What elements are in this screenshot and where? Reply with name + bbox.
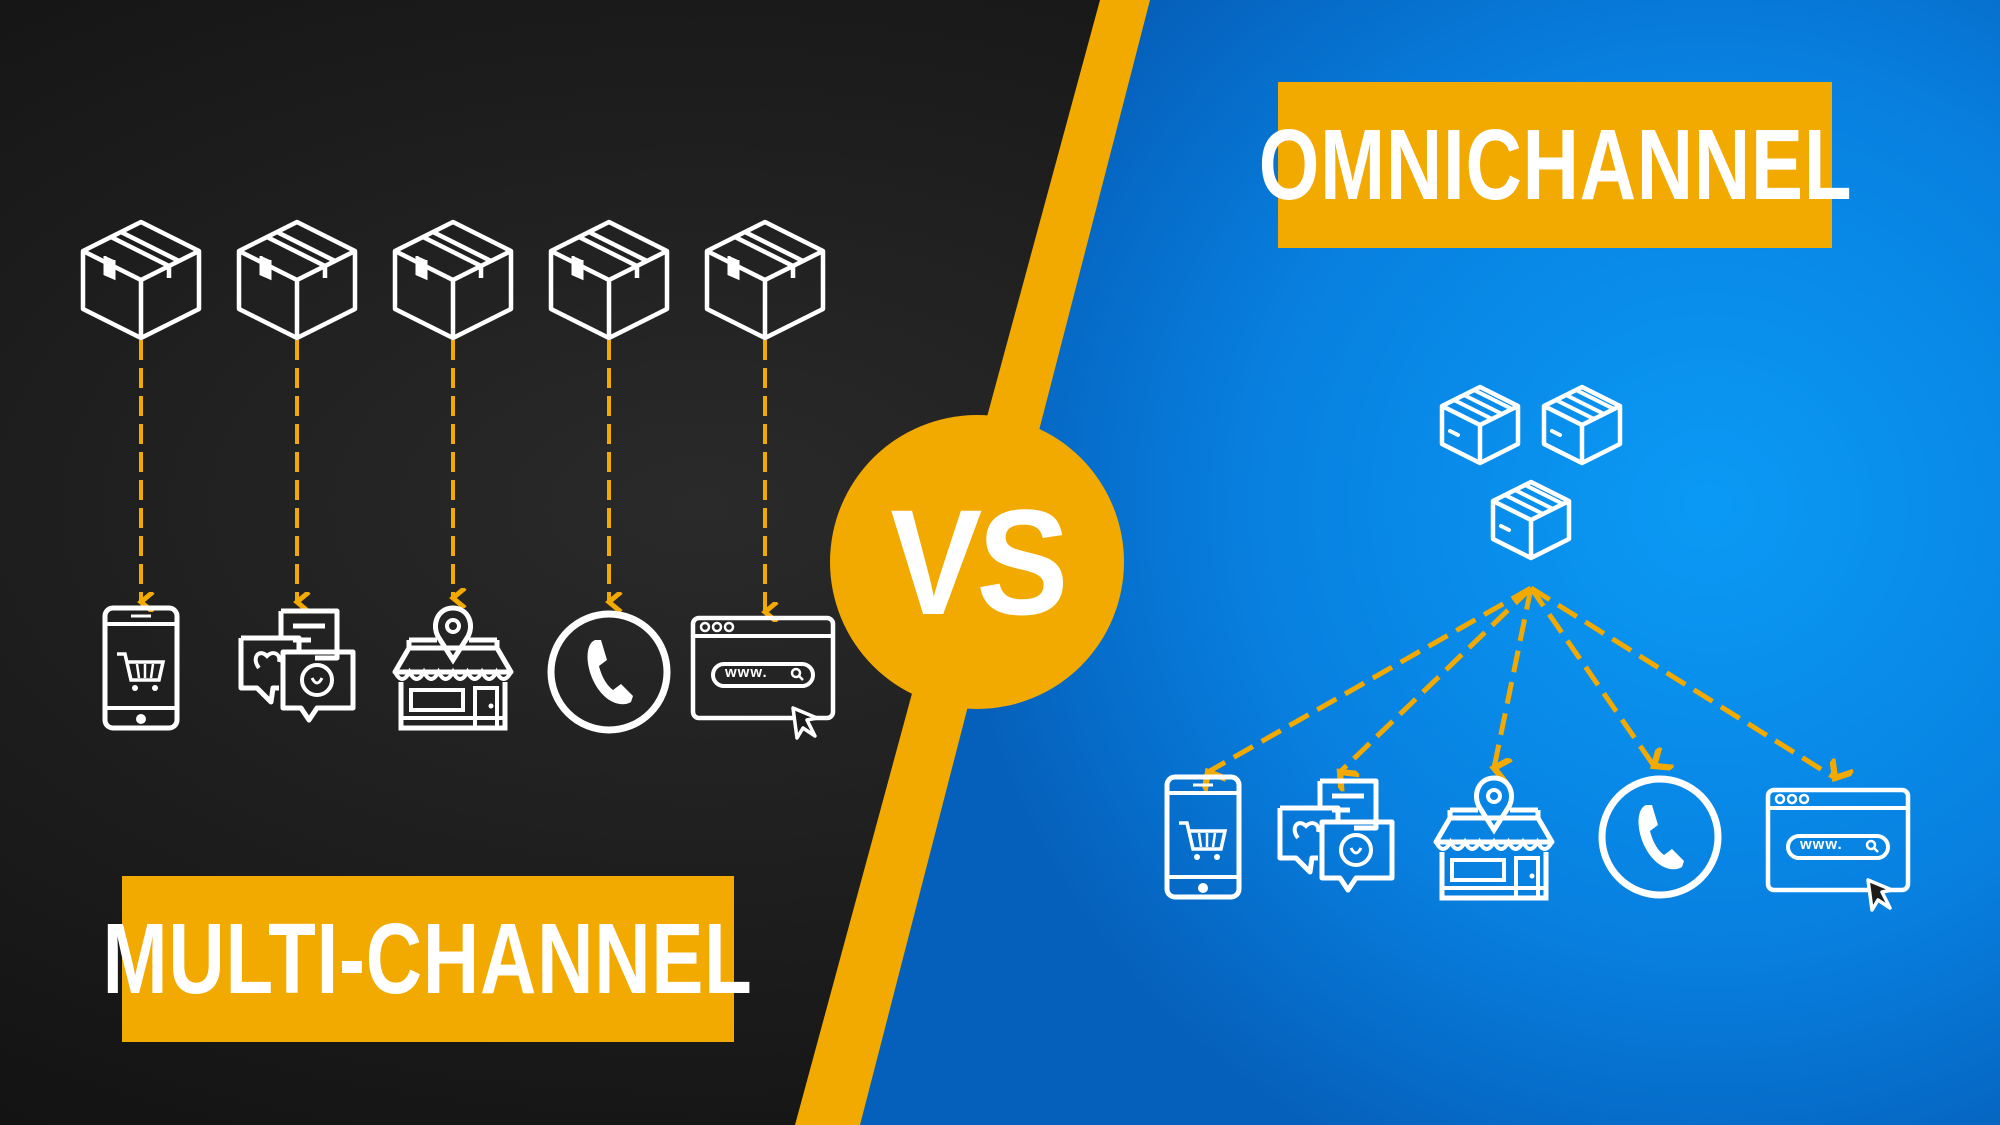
fan-out-arrows <box>1208 585 1835 778</box>
dashed-arrows <box>141 340 765 612</box>
vs-badge: VS <box>830 415 1124 709</box>
multi-channel-diagram <box>83 222 833 738</box>
browser-url-text-right: www. <box>1800 836 1843 853</box>
multi-channel-label: MULTI-CHANNEL <box>103 876 752 1042</box>
browser-url-text-left: www. <box>725 664 768 681</box>
multi-channel-title: MULTI-CHANNEL <box>103 902 753 1015</box>
right-background <box>835 0 2000 1125</box>
vs-label: VS <box>885 477 1069 646</box>
omnichannel-label: OMNICHANNEL <box>1258 82 1851 248</box>
omnichannel-diagram <box>1167 387 1908 910</box>
omnichannel-title: OMNICHANNEL <box>1258 108 1852 221</box>
